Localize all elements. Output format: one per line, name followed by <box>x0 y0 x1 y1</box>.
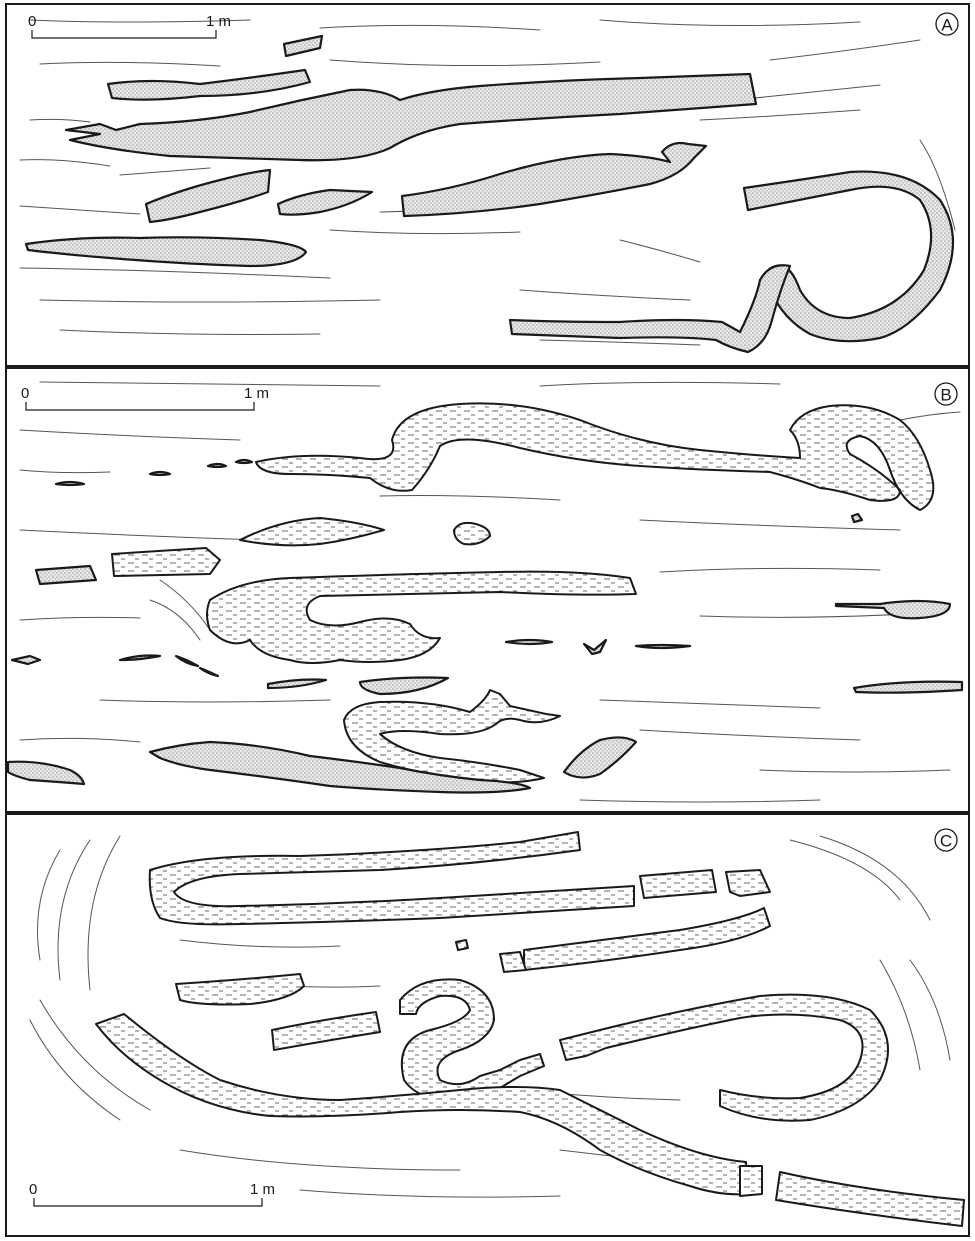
panel-c-scale-bar: 0 1 m <box>29 1181 275 1206</box>
panel-b-label-text: B <box>940 386 951 405</box>
c-block-1 <box>640 870 716 898</box>
c-block-left <box>176 974 304 1005</box>
panel-a: 0 1 m A <box>6 4 969 366</box>
panel-a-scale-start: 0 <box>28 13 36 30</box>
panel-c: 0 1 m C <box>6 814 969 1236</box>
panel-c-label: C <box>935 829 957 851</box>
panel-a-layers <box>26 36 953 352</box>
panel-b-layers <box>8 403 933 792</box>
panel-b-scale-start: 0 <box>21 385 29 402</box>
a-layer-6 <box>402 143 706 216</box>
c-fold-top <box>150 832 634 924</box>
a-layer-5 <box>278 190 372 215</box>
panel-c-layers <box>96 832 964 1226</box>
b-small-lens-1 <box>240 518 384 545</box>
panel-b-scale-bar: 0 1 m <box>21 385 269 410</box>
panel-b-label: B <box>935 383 957 405</box>
panel-b-scale-end: 1 m <box>244 385 269 402</box>
c-fold-right <box>560 995 888 1121</box>
b-stippled-left <box>8 762 84 784</box>
c-s-fold <box>400 979 544 1100</box>
c-block-5 <box>740 1166 762 1196</box>
panel-a-scale-end: 1 m <box>206 13 231 30</box>
b-stippled-right <box>564 737 636 777</box>
c-strip-right-bottom <box>776 1172 964 1226</box>
panel-c-scale-start: 0 <box>29 1181 37 1198</box>
b-long-fold <box>207 572 636 663</box>
panel-c-label-text: C <box>940 832 952 851</box>
panel-a-label: A <box>936 13 958 35</box>
panel-b: 0 1 m B <box>6 368 969 812</box>
a-layer-1 <box>284 36 322 56</box>
c-block-4 <box>456 940 468 950</box>
a-layer-2 <box>108 70 310 100</box>
panel-c-scale-end: 1 m <box>250 1181 275 1198</box>
c-strip-mid <box>524 908 770 970</box>
a-layer-7 <box>26 237 306 266</box>
c-block-3 <box>500 952 526 972</box>
c-block-2 <box>726 870 770 896</box>
b-block-2 <box>36 566 96 584</box>
a-layer-8-hook <box>744 172 953 342</box>
c-block-mid <box>272 1012 380 1050</box>
panel-a-scale-bar: 0 1 m <box>28 13 231 38</box>
b-fold-top <box>256 403 933 510</box>
b-block-1 <box>112 548 220 576</box>
panel-a-label-text: A <box>941 16 953 35</box>
a-layer-4 <box>146 170 270 222</box>
a-layer-9 <box>510 265 790 352</box>
